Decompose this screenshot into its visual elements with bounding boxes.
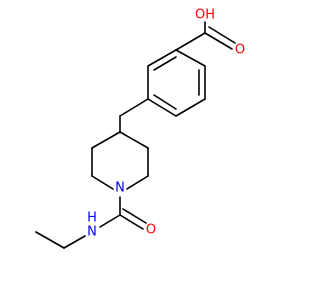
bond-ring-inner-1 bbox=[153, 56, 177, 71]
bond-carbonyl-to-nh bbox=[99, 214, 121, 228]
bond-carbonyl-double-o-2 bbox=[122, 208, 147, 224]
bond-layer bbox=[35, 21, 236, 249]
atom-label-layer: OH O N O H N bbox=[87, 8, 245, 240]
piperidine-nitrogen-label: N bbox=[115, 181, 125, 196]
carboxyl-carbonyl-o-label: O bbox=[235, 43, 245, 58]
bond-carbonyl-double-o-1 bbox=[119, 214, 144, 230]
bond-pip-top-right bbox=[119, 131, 149, 149]
bond-ring-to-carboxyl bbox=[175, 32, 206, 51]
structure-canvas: OH O N O H N bbox=[35, 7, 246, 249]
bond-ring-top-right bbox=[175, 49, 206, 67]
bond-ring-bottom-left bbox=[147, 98, 177, 117]
bond-ring-top-left bbox=[147, 49, 177, 67]
molecule-diagram: OH O N O H N bbox=[35, 8, 245, 249]
bond-pip-bottom-right bbox=[126, 175, 149, 190]
amide-carbonyl-o-label: O bbox=[146, 223, 156, 238]
amide-nh-n-label: N bbox=[87, 225, 97, 240]
bond-pip-top-left bbox=[91, 131, 121, 149]
bond-ch2-to-ch3 bbox=[35, 231, 65, 249]
bond-carboxyl-double-o-1 bbox=[204, 32, 233, 50]
bond-ring-inner-3 bbox=[153, 94, 177, 110]
carboxyl-hydroxyl-label: OH bbox=[195, 8, 215, 23]
bond-ring-to-ch2 bbox=[119, 98, 149, 117]
bond-ring-bottom-right bbox=[175, 98, 206, 117]
bond-nh-to-ch2 bbox=[63, 235, 86, 249]
bond-pip-bottom-left bbox=[91, 175, 114, 190]
amide-nh-h-label: H bbox=[87, 211, 97, 226]
bond-carboxyl-double-o-2 bbox=[208, 26, 236, 44]
